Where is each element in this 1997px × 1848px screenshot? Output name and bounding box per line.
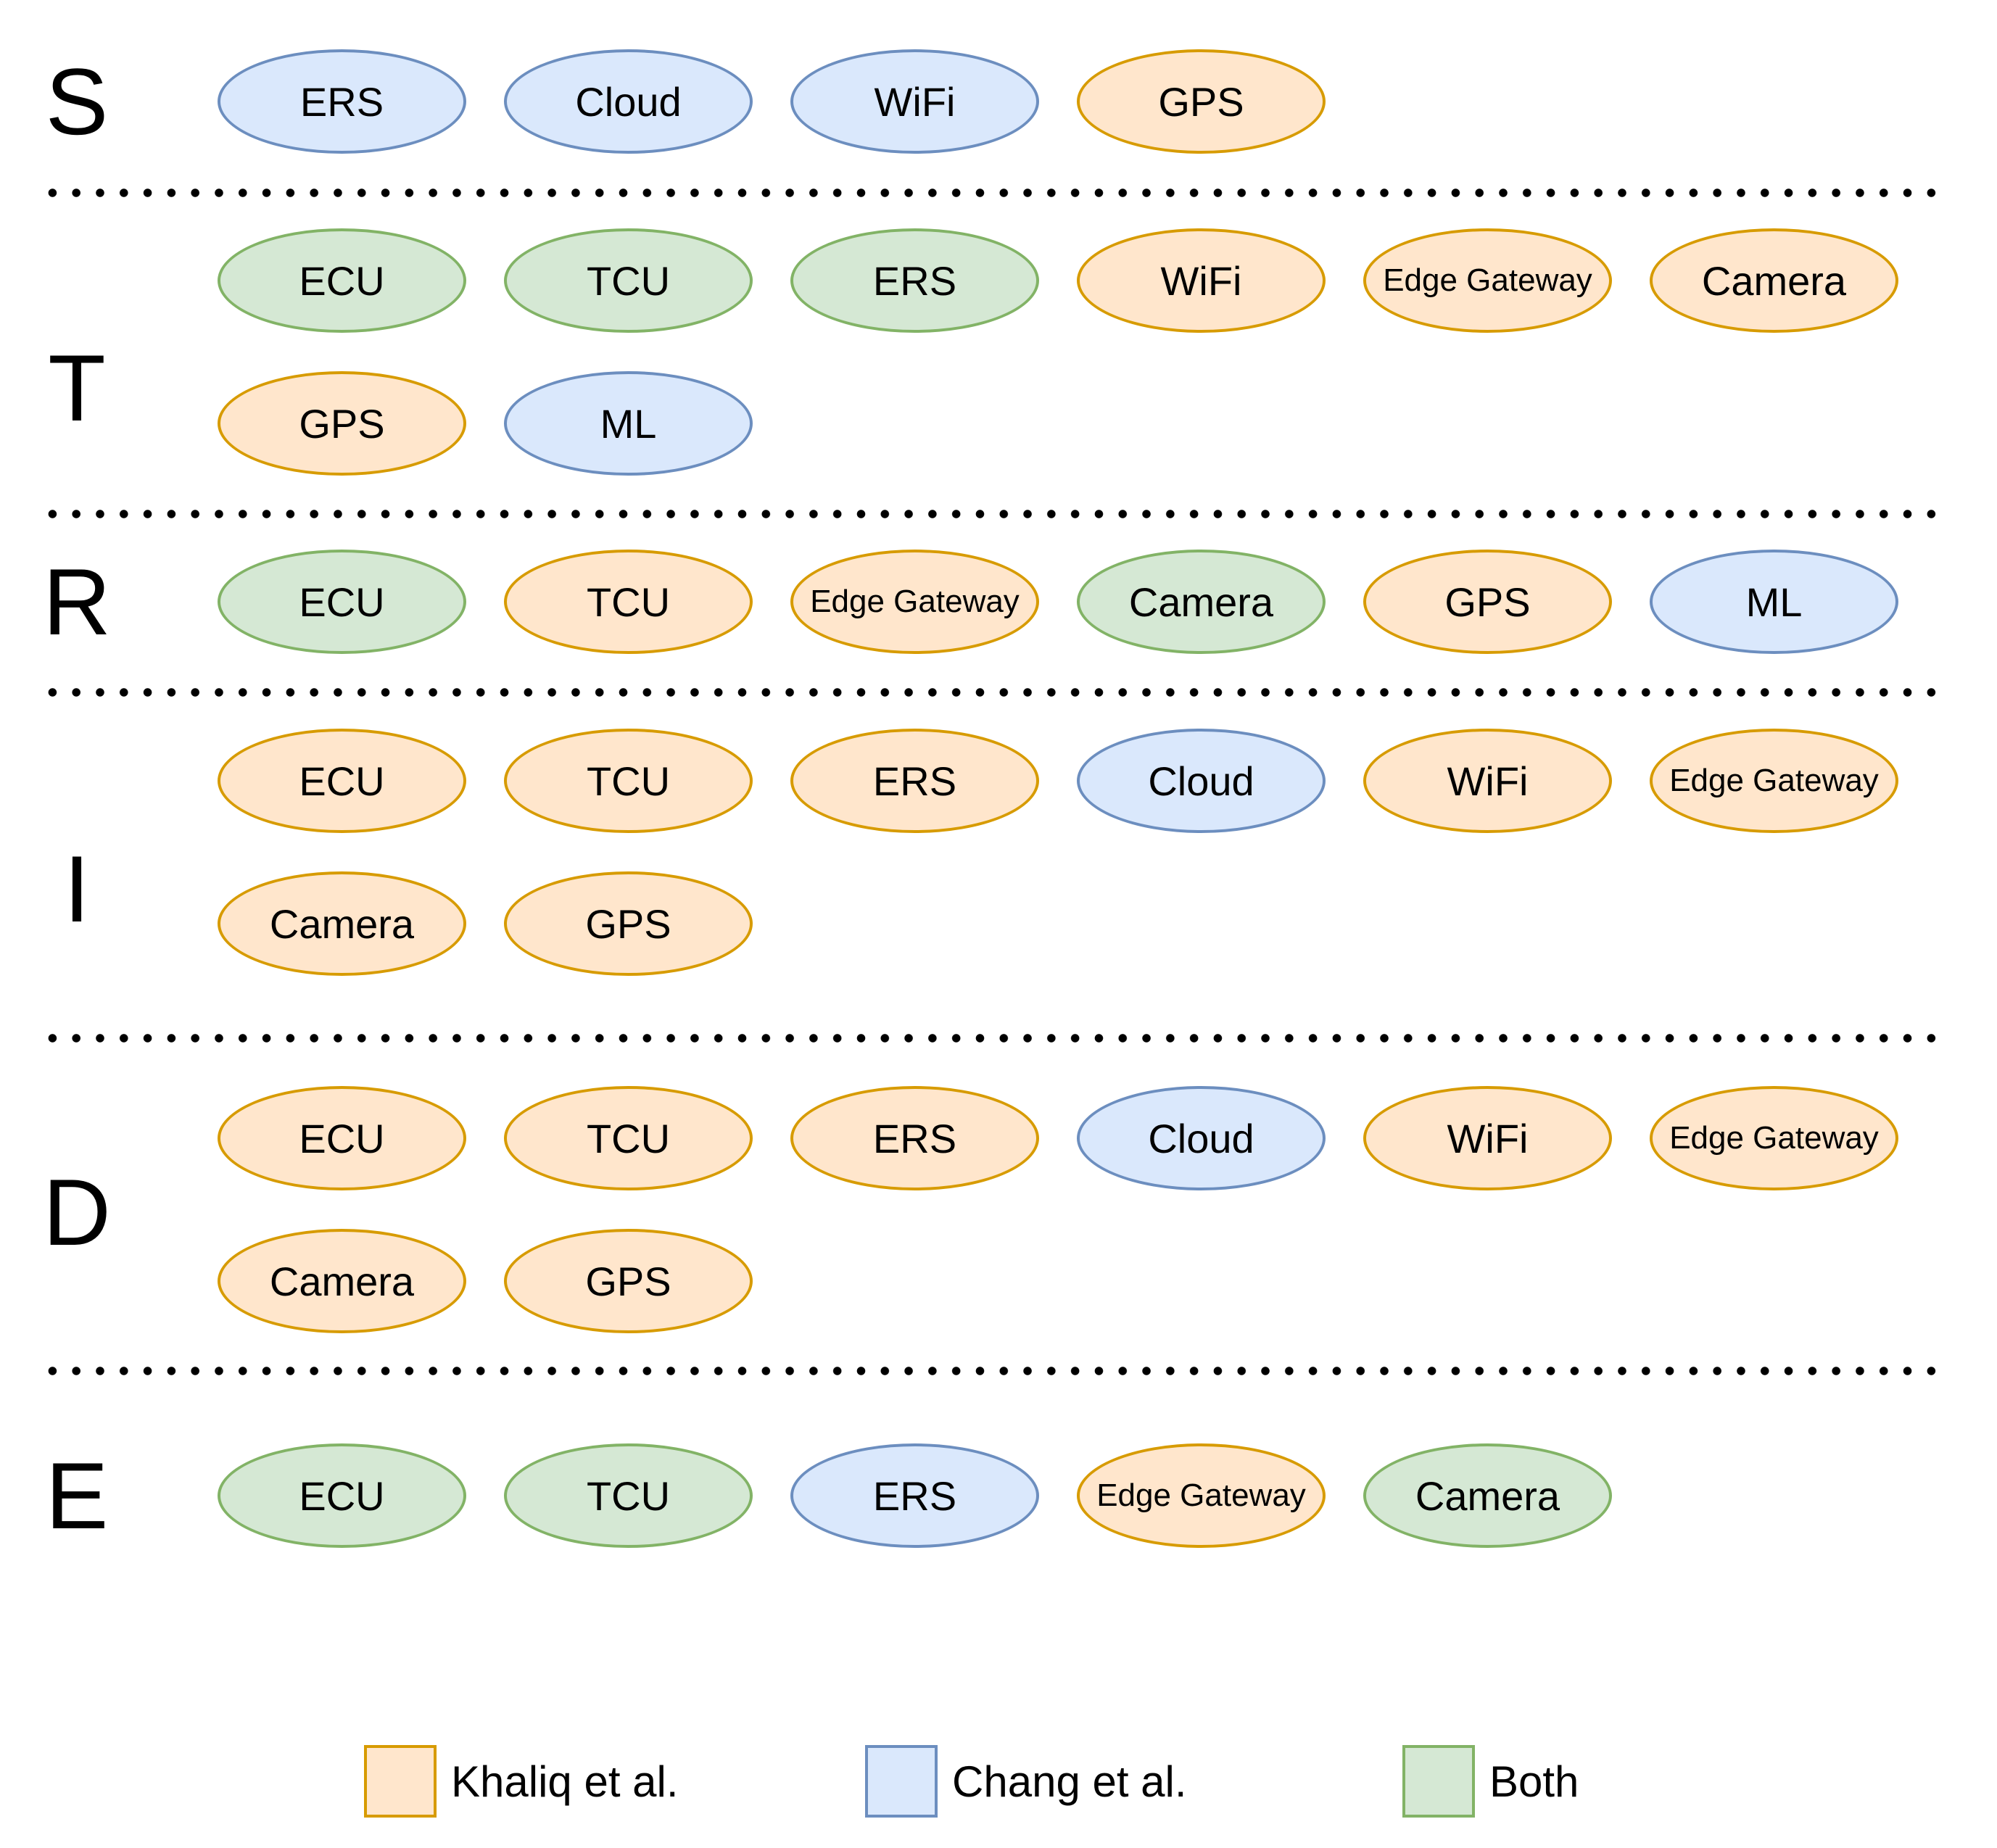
- row-letter-r: R: [43, 549, 111, 655]
- legend-item-both: Both: [1402, 1744, 1579, 1819]
- legend-swatch-both: [1402, 1745, 1475, 1818]
- node-e-ers: ERS: [790, 1443, 1039, 1548]
- dotted-divider: [41, 688, 1948, 697]
- node-e-edge-gateway: Edge Gateway: [1077, 1443, 1326, 1548]
- node-d-tcu: TCU: [504, 1086, 753, 1190]
- node-s-ers: ERS: [218, 49, 466, 154]
- node-i-ecu: ECU: [218, 729, 466, 833]
- dotted-divider: [41, 1034, 1948, 1043]
- node-e-camera: Camera: [1363, 1443, 1612, 1548]
- row-letter-s: S: [45, 49, 109, 154]
- legend-label-khaliq: Khaliq et al.: [451, 1757, 679, 1806]
- legend-label-chang: Chang et al.: [952, 1757, 1187, 1806]
- node-t-camera: Camera: [1650, 228, 1898, 333]
- node-e-ecu: ECU: [218, 1443, 466, 1548]
- node-i-ers: ERS: [790, 729, 1039, 833]
- dotted-divider: [41, 510, 1948, 518]
- node-d-ecu: ECU: [218, 1086, 466, 1190]
- node-t-ers: ERS: [790, 228, 1039, 333]
- row-letter-i: I: [63, 836, 91, 942]
- node-r-ml: ML: [1650, 550, 1898, 654]
- node-r-edge-gateway: Edge Gateway: [790, 550, 1039, 654]
- node-t-tcu: TCU: [504, 228, 753, 333]
- node-i-camera: Camera: [218, 871, 466, 976]
- legend-label-both: Both: [1489, 1757, 1579, 1806]
- legend-item-khaliq: Khaliq et al.: [364, 1744, 679, 1819]
- node-i-tcu: TCU: [504, 729, 753, 833]
- node-d-gps: GPS: [504, 1229, 753, 1333]
- node-i-wifi: WiFi: [1363, 729, 1612, 833]
- node-t-edge-gateway: Edge Gateway: [1363, 228, 1612, 333]
- node-r-tcu: TCU: [504, 550, 753, 654]
- node-r-camera: Camera: [1077, 550, 1326, 654]
- node-r-gps: GPS: [1363, 550, 1612, 654]
- dotted-divider: [41, 1367, 1948, 1375]
- node-t-gps: GPS: [218, 371, 466, 476]
- dotted-divider: [41, 188, 1948, 197]
- node-e-tcu: TCU: [504, 1443, 753, 1548]
- row-letter-e: E: [45, 1443, 109, 1549]
- node-s-cloud: Cloud: [504, 49, 753, 154]
- node-t-wifi: WiFi: [1077, 228, 1326, 333]
- legend-swatch-chang: [865, 1745, 938, 1818]
- row-letter-t: T: [48, 335, 106, 441]
- node-s-wifi: WiFi: [790, 49, 1039, 154]
- node-d-edge-gateway: Edge Gateway: [1650, 1086, 1898, 1190]
- node-i-gps: GPS: [504, 871, 753, 976]
- node-t-ecu: ECU: [218, 228, 466, 333]
- legend-swatch-khaliq: [364, 1745, 437, 1818]
- row-letter-d: D: [43, 1159, 111, 1265]
- node-s-gps: GPS: [1077, 49, 1326, 154]
- node-d-ers: ERS: [790, 1086, 1039, 1190]
- node-i-edge-gateway: Edge Gateway: [1650, 729, 1898, 833]
- node-r-ecu: ECU: [218, 550, 466, 654]
- node-d-cloud: Cloud: [1077, 1086, 1326, 1190]
- node-d-camera: Camera: [218, 1229, 466, 1333]
- node-d-wifi: WiFi: [1363, 1086, 1612, 1190]
- node-i-cloud: Cloud: [1077, 729, 1326, 833]
- legend-item-chang: Chang et al.: [865, 1744, 1187, 1819]
- node-t-ml: ML: [504, 371, 753, 476]
